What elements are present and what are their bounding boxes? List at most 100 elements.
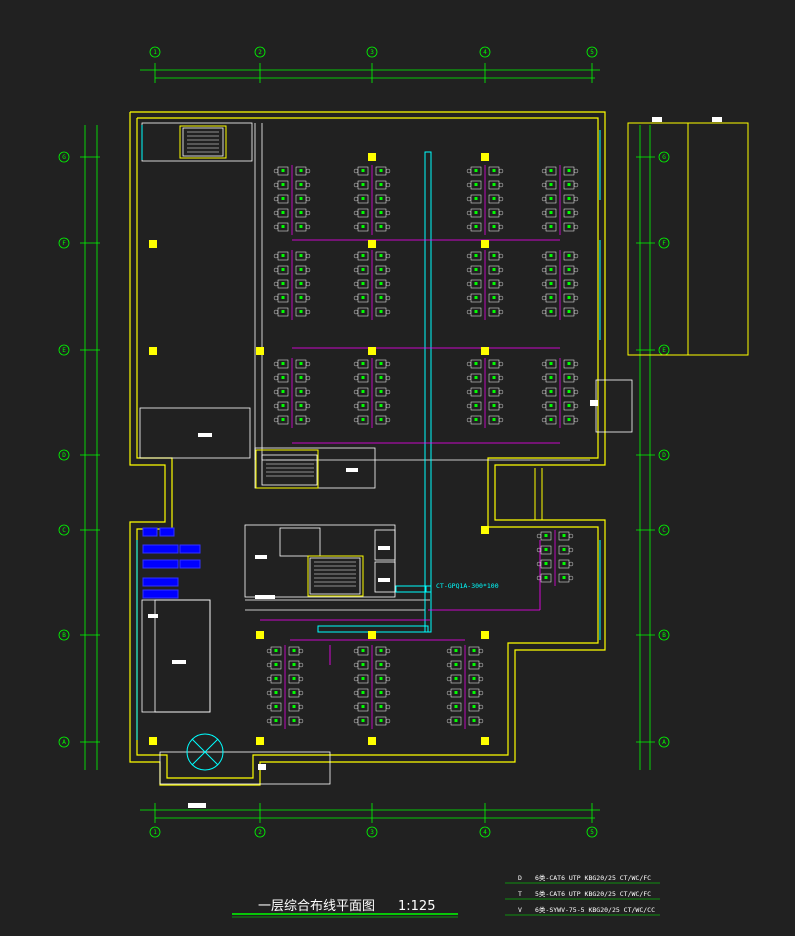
chair: [498, 295, 504, 301]
chair: [273, 403, 279, 409]
data-outlet: [361, 225, 365, 228]
chair: [353, 690, 359, 696]
data-outlet: [474, 254, 478, 257]
outlet-marker: [256, 737, 264, 745]
chair: [385, 309, 391, 315]
outlet-marker: [481, 737, 489, 745]
data-outlet: [474, 404, 478, 407]
stair-walls-yellow: [164, 125, 543, 597]
data-outlet: [361, 663, 365, 666]
chair: [385, 267, 391, 273]
data-outlet: [492, 183, 496, 186]
axis-label-row-E: E: [62, 347, 66, 354]
data-outlet: [379, 183, 383, 186]
data-outlet: [361, 362, 365, 365]
axis-label-row-F: F: [662, 240, 666, 247]
data-outlet: [299, 390, 303, 393]
chair: [305, 361, 311, 367]
legend-text: 5类-CAT6 UTP KBG20/25 CT/WC/FC: [535, 889, 651, 898]
data-outlet: [492, 169, 496, 172]
axis-bubble-row-C: [58, 524, 70, 536]
data-outlet: [281, 268, 285, 271]
chair: [446, 690, 452, 696]
top-dimension: [140, 63, 600, 83]
chair: [573, 309, 579, 315]
chair: [573, 196, 579, 202]
chair: [385, 253, 391, 259]
chair: [298, 648, 304, 654]
data-outlet: [567, 362, 571, 365]
outlet-marker: [149, 240, 157, 248]
axis-label-row-C: C: [662, 527, 666, 534]
chair: [353, 375, 359, 381]
chair: [305, 196, 311, 202]
axis-bubble-row-F: [58, 237, 70, 249]
data-outlet: [549, 404, 553, 407]
chair: [353, 389, 359, 395]
chair: [305, 375, 311, 381]
chair: [353, 417, 359, 423]
chair: [536, 575, 542, 581]
axis-bubble-row-D: [58, 449, 70, 461]
axis-label-row-D: D: [62, 452, 66, 459]
chair: [305, 403, 311, 409]
data-outlet: [567, 169, 571, 172]
chair: [298, 676, 304, 682]
chair: [266, 676, 272, 682]
chair: [385, 281, 391, 287]
data-outlet: [544, 548, 548, 551]
chair: [446, 648, 452, 654]
outlet-marker: [256, 347, 264, 355]
axis-label-col-1: 1: [153, 829, 157, 836]
data-outlet: [299, 183, 303, 186]
axis-bubble-row-A: [58, 736, 70, 748]
chair: [541, 210, 547, 216]
data-outlet: [281, 390, 285, 393]
data-outlet: [492, 268, 496, 271]
chair: [498, 309, 504, 315]
outlet-marker: [368, 347, 376, 355]
chair: [541, 375, 547, 381]
data-outlet: [379, 310, 383, 313]
chair: [385, 704, 391, 710]
chair: [573, 375, 579, 381]
workstation-cluster: [466, 250, 504, 320]
axis-label-row-A: A: [62, 739, 66, 746]
chair: [541, 309, 547, 315]
data-outlet: [492, 197, 496, 200]
chair: [353, 309, 359, 315]
data-outlet: [474, 183, 478, 186]
data-outlet: [567, 282, 571, 285]
chair: [536, 561, 542, 567]
workstation-cluster: [446, 645, 484, 729]
data-outlet: [379, 691, 383, 694]
data-outlet: [281, 362, 285, 365]
chair: [298, 704, 304, 710]
data-outlet: [299, 254, 303, 257]
chair: [498, 403, 504, 409]
data-outlet: [544, 562, 548, 565]
data-outlet: [379, 225, 383, 228]
workstation-cluster: [466, 165, 504, 235]
chair: [305, 295, 311, 301]
chair: [385, 389, 391, 395]
axis-label-row-C: C: [62, 527, 66, 534]
data-outlet: [281, 296, 285, 299]
chair: [273, 417, 279, 423]
chair: [541, 281, 547, 287]
chair: [353, 210, 359, 216]
chair: [498, 224, 504, 230]
chair: [353, 168, 359, 174]
data-outlet: [567, 418, 571, 421]
data-outlet: [549, 183, 553, 186]
data-outlet: [299, 296, 303, 299]
chair: [353, 295, 359, 301]
chair: [305, 182, 311, 188]
chair: [353, 267, 359, 273]
chair: [478, 676, 484, 682]
chair: [478, 648, 484, 654]
legend-text: 6类-CAT6 UTP KBG20/25 CT/WC/FC: [535, 873, 651, 882]
chair: [541, 224, 547, 230]
chair: [353, 648, 359, 654]
